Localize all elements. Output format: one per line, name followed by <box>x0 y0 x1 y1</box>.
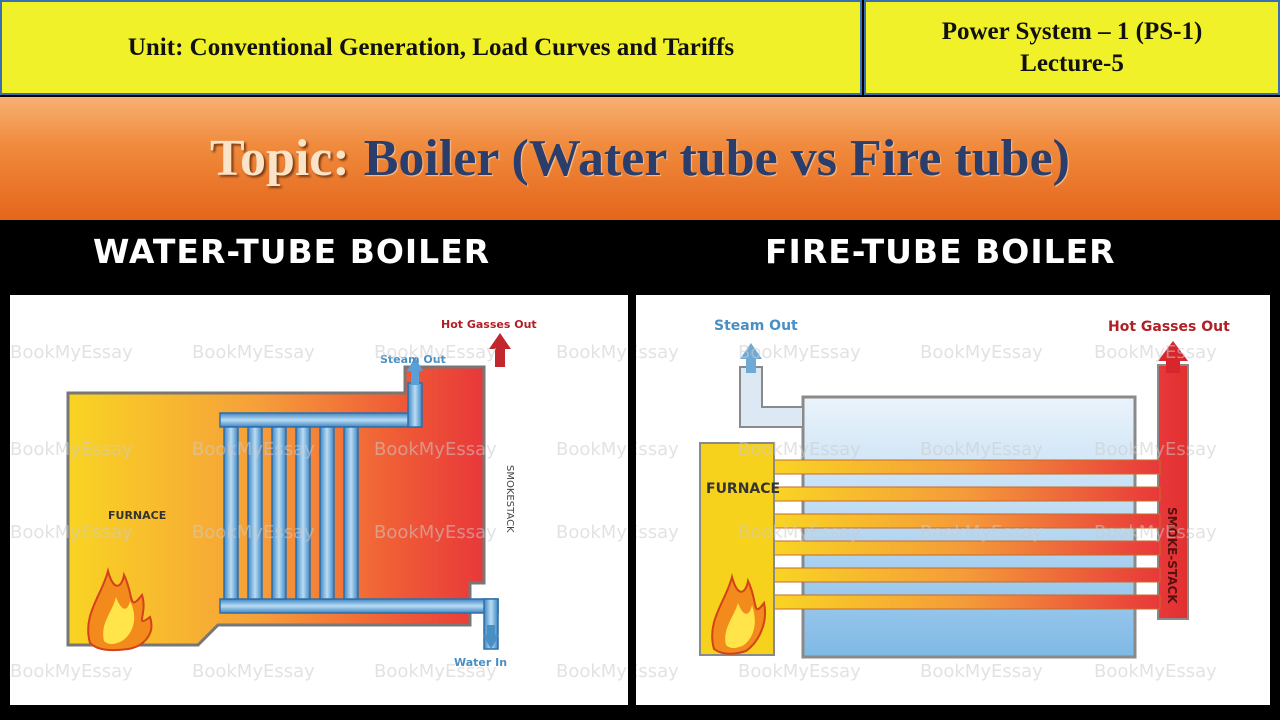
svg-text:BookMyEssay: BookMyEssay <box>10 439 133 460</box>
svg-text:BookMyEssay: BookMyEssay <box>636 522 679 543</box>
unit-text: Unit: Conventional Generation, Load Curv… <box>127 33 735 61</box>
svg-text:BookMyEssay: BookMyEssay <box>1094 342 1217 363</box>
ft-hot-gasses-label: Hot Gasses Out <box>1108 319 1230 335</box>
lecture-text: Lecture-5 <box>1020 49 1124 77</box>
water-tubes <box>223 426 359 600</box>
wt-hot-gasses-label: Hot Gasses Out <box>441 318 537 331</box>
svg-text:BookMyEssay: BookMyEssay <box>920 522 1043 543</box>
wt-furnace-label: FURNACE <box>108 509 166 522</box>
svg-text:BookMyEssay: BookMyEssay <box>738 439 861 460</box>
fire-tube-svg: Steam Out Hot Gasses Out FURNACE SMOKE-S… <box>636 318 1230 682</box>
ft-watermarks: BookMyEssayBookMyEssayBookMyEssayBookMyE… <box>636 342 1217 682</box>
ft-hot-gas-arrow <box>1158 341 1188 373</box>
svg-text:BookMyEssay: BookMyEssay <box>1094 439 1217 460</box>
fire-tubes <box>773 459 1161 610</box>
svg-text:BookMyEssay: BookMyEssay <box>738 342 861 363</box>
svg-text:BookMyEssay: BookMyEssay <box>192 342 315 363</box>
svg-text:BookMyEssay: BookMyEssay <box>920 342 1043 363</box>
fire-tube-title: FIRE-TUBE BOILER <box>765 232 1116 271</box>
ft-steam-label: Steam Out <box>714 318 798 334</box>
water-tube-title: WATER-TUBE BOILER <box>93 232 491 271</box>
steam-out-arrow <box>407 357 423 385</box>
svg-text:BookMyEssay: BookMyEssay <box>556 522 628 543</box>
svg-text:BookMyEssay: BookMyEssay <box>920 661 1043 682</box>
svg-text:BookMyEssay: BookMyEssay <box>556 439 628 460</box>
svg-text:BookMyEssay: BookMyEssay <box>738 522 861 543</box>
hot-gas-arrow <box>489 333 511 367</box>
svg-text:BookMyEssay: BookMyEssay <box>192 439 315 460</box>
svg-text:BookMyEssay: BookMyEssay <box>192 522 315 543</box>
svg-text:BookMyEssay: BookMyEssay <box>920 439 1043 460</box>
water-tube-diagram: Hot Gasses Out Steam Out FURNACE SMOKEST… <box>10 295 628 705</box>
svg-text:BookMyEssay: BookMyEssay <box>636 439 679 460</box>
ft-furnace-label: FURNACE <box>706 481 780 497</box>
svg-text:BookMyEssay: BookMyEssay <box>10 522 133 543</box>
svg-text:BookMyEssay: BookMyEssay <box>636 661 679 682</box>
flame-icon <box>87 567 153 652</box>
fire-tube-diagram: Steam Out Hot Gasses Out FURNACE SMOKE-S… <box>636 295 1270 705</box>
water-in-arrow <box>483 625 499 649</box>
ft-flame-icon <box>711 573 766 655</box>
svg-text:BookMyEssay: BookMyEssay <box>1094 661 1217 682</box>
water-tube-svg: Hot Gasses Out Steam Out FURNACE SMOKEST… <box>10 318 628 682</box>
topic-banner: Topic: Boiler (Water tube vs Fire tube) <box>0 97 1280 220</box>
svg-text:BookMyEssay: BookMyEssay <box>738 661 861 682</box>
ft-smokestack-label: SMOKE-STACK <box>1165 507 1179 604</box>
wt-steam-label: Steam Out <box>380 353 446 366</box>
steam-pipe <box>407 382 423 428</box>
svg-text:BookMyEssay: BookMyEssay <box>374 439 497 460</box>
ft-steam-pipe <box>739 366 804 428</box>
ft-steam-arrow <box>740 343 762 373</box>
svg-text:BookMyEssay: BookMyEssay <box>10 661 133 682</box>
wt-water-in-label: Water In <box>454 656 507 669</box>
svg-text:BookMyEssay: BookMyEssay <box>556 661 628 682</box>
svg-text:BookMyEssay: BookMyEssay <box>374 342 497 363</box>
svg-text:BookMyEssay: BookMyEssay <box>1094 522 1217 543</box>
upper-drum <box>219 412 421 428</box>
svg-text:BookMyEssay: BookMyEssay <box>374 661 497 682</box>
svg-text:BookMyEssay: BookMyEssay <box>10 342 133 363</box>
svg-text:BookMyEssay: BookMyEssay <box>636 342 679 363</box>
topic-prefix: Topic: <box>210 130 350 187</box>
svg-text:BookMyEssay: BookMyEssay <box>556 342 628 363</box>
lower-drum <box>219 598 499 614</box>
wt-watermarks: BookMyEssayBookMyEssayBookMyEssayBookMyE… <box>10 342 628 682</box>
topic-title: Boiler (Water tube vs Fire tube) <box>363 130 1070 187</box>
svg-text:BookMyEssay: BookMyEssay <box>374 522 497 543</box>
svg-text:BookMyEssay: BookMyEssay <box>192 661 315 682</box>
wt-smokestack-label: SMOKESTACK <box>504 465 515 533</box>
course-text: Power System – 1 (PS-1) <box>941 17 1203 45</box>
unit-header: Unit: Conventional Generation, Load Curv… <box>0 0 862 95</box>
course-header: Power System – 1 (PS-1) Lecture-5 <box>864 0 1280 95</box>
